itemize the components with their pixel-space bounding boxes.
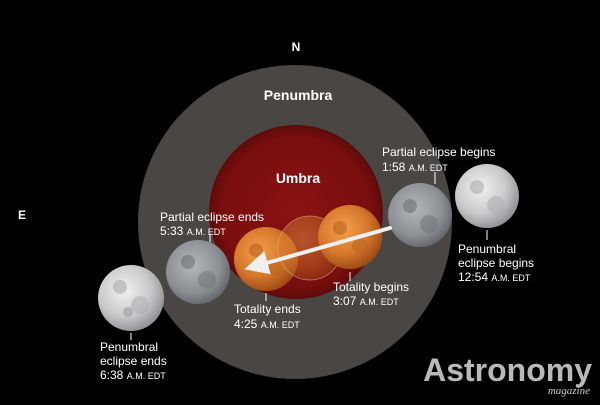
partial-ends-time: 5:33: [160, 224, 184, 238]
totality-ends-suffix: A.M. EDT: [261, 320, 301, 330]
penumbra-label: Penumbra: [264, 87, 333, 103]
moon-path-arrow: [244, 226, 392, 275]
astronomy-logo: Astronomy: [423, 352, 592, 388]
penumbral-ends-line1: Penumbral: [100, 340, 158, 354]
penumbral-begins-line2: eclipse begins: [458, 256, 534, 270]
totality-begins-time-line: 3:07 A.M. EDT: [333, 294, 399, 308]
moon-totality-begins: [318, 205, 382, 269]
partial-begins-time: 1:58: [382, 160, 406, 174]
umbra-label: Umbra: [276, 170, 321, 186]
moon-partial-ends: [166, 240, 230, 304]
moon-penumbral-ends: [98, 265, 164, 331]
totality-ends-time-line: 4:25 A.M. EDT: [234, 317, 300, 331]
penumbral-ends-line2: eclipse ends: [100, 354, 167, 368]
totality-begins-title: Totality begins: [333, 280, 409, 294]
partial-ends-title: Partial eclipse ends: [160, 210, 264, 224]
totality-ends-time: 4:25: [234, 317, 258, 331]
moon-penumbral-begins: [455, 164, 519, 228]
partial-begins-suffix: A.M. EDT: [409, 163, 449, 173]
partial-begins-title: Partial eclipse begins: [382, 145, 495, 159]
east-label: E: [18, 208, 26, 222]
partial-ends-time-line: 5:33 A.M. EDT: [160, 224, 226, 238]
penumbral-ends-time-line: 6:38 A.M. EDT: [100, 368, 166, 382]
penumbral-ends-suffix: A.M. EDT: [127, 371, 167, 381]
north-label: N: [292, 40, 301, 54]
totality-begins-time: 3:07: [333, 294, 357, 308]
penumbral-begins-suffix: A.M. EDT: [491, 273, 531, 283]
partial-begins-time-line: 1:58 A.M. EDT: [382, 160, 448, 174]
penumbral-begins-time: 12:54: [458, 270, 488, 284]
penumbral-begins-time-line: 12:54 A.M. EDT: [458, 270, 531, 284]
totality-ends-title: Totality ends: [234, 302, 301, 316]
moon-partial-begins: [388, 183, 452, 247]
partial-ends-suffix: A.M. EDT: [187, 227, 227, 237]
magazine-tagline: magazine: [548, 385, 590, 397]
penumbral-ends-time: 6:38: [100, 368, 124, 382]
penumbral-begins-line1: Penumbral: [458, 242, 516, 256]
totality-begins-suffix: A.M. EDT: [360, 297, 400, 307]
